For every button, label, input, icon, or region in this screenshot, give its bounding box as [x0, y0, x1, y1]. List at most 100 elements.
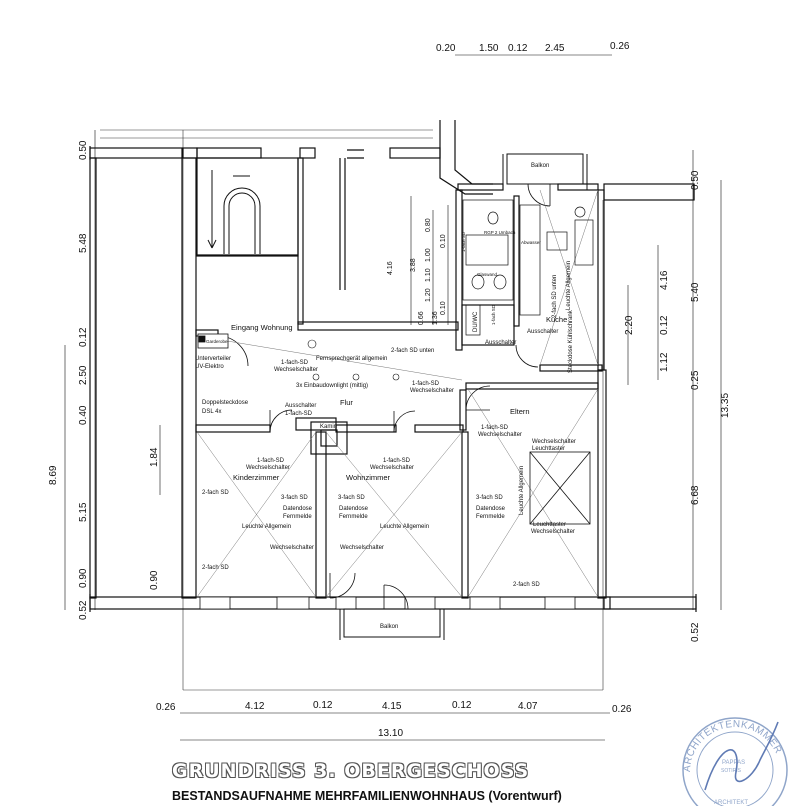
room-wohnzimmer: Wohnzimmer — [346, 473, 391, 482]
dim-left-inner: 0.90 — [149, 570, 160, 590]
dim-left-5: 0.40 — [78, 405, 89, 425]
dim-bottom-4: 4.15 — [382, 701, 402, 712]
dim-stair-3: 0.80 — [425, 218, 432, 232]
label-sd-flur-3: 1-fach-SD — [285, 411, 313, 417]
label-sd-k-3: 3-fach SD — [281, 495, 308, 501]
label-sd-k-2: 2-fach SD — [202, 490, 229, 496]
label-sd-bad-2: 1-fach SD — [491, 304, 496, 325]
label-sd-bad: 1-fach SD — [461, 231, 466, 252]
dim-left-1: 0.50 — [78, 140, 89, 160]
room-kamin: Kamin — [320, 424, 337, 430]
label-wechsel-e-3: Wechselschalter — [531, 529, 575, 535]
dim-right-inner-1: 2.20 — [624, 315, 635, 335]
doors — [217, 183, 551, 610]
label-einbau: 3x Einbaudownlight (mittig) — [296, 383, 368, 389]
dim-top-4: 2.45 — [545, 43, 565, 54]
dim-stair-7: 1.20 — [425, 288, 432, 302]
dimension-lines — [64, 54, 722, 741]
label-ausschalter-kueche: Ausschalter — [527, 329, 558, 335]
dim-bottom-2: 4.12 — [245, 701, 265, 712]
dim-bottom-3: 0.12 — [313, 700, 333, 711]
wardrobe — [529, 451, 591, 525]
label-fern-w: Fernmelde — [339, 514, 368, 520]
room-labels: Eingang Wohnung Flur Kamin Kinderzimmer … — [231, 163, 567, 630]
label-dsl: DSL 4x — [202, 409, 221, 415]
label-fern-k: Fernmelde — [283, 514, 312, 520]
label-uv-elektro: UV-Elektro — [195, 364, 224, 370]
walls — [89, 120, 697, 612]
label-sd-e-1: 1-fach-SD — [481, 425, 509, 431]
label-wechsel-w-2: Wechselschalter — [340, 545, 384, 551]
label-unterverteiler: Unterverteiler — [195, 356, 231, 362]
label-sd-e-2: 3-fach SD — [476, 495, 503, 501]
unterverteiler-box — [197, 333, 229, 349]
room-balkon-bottom: Balkon — [380, 624, 398, 630]
label-daten-w: Datendose — [339, 506, 369, 512]
dim-right-6: 6.68 — [690, 485, 701, 505]
dim-stair-4: 0.10 — [440, 234, 447, 248]
dim-right-2: 4.16 — [659, 270, 670, 290]
balkon-bottom — [339, 608, 445, 640]
stamp-role: ARCHITEKT — [714, 800, 748, 806]
dim-bottom: 0.26 4.12 0.12 4.15 0.12 4.07 0.26 13.10 — [156, 700, 632, 739]
label-leuchttaster-1: Leuchttaster — [532, 446, 565, 452]
label-ausschalter-duwc: Ausschalter — [485, 340, 516, 346]
dim-left-total: 8.69 — [48, 465, 59, 485]
label-garderobe: Garderobe — [206, 339, 228, 344]
signature — [704, 721, 779, 791]
room-diagonals — [196, 189, 599, 598]
label-sd-k-1: 1-fach-SD — [257, 458, 285, 464]
dim-right-5: 0.25 — [690, 370, 701, 390]
dim-right-7: 0.52 — [690, 622, 701, 642]
dim-stair-8: 0.10 — [440, 301, 447, 315]
dim-bottom-7: 0.26 — [612, 704, 632, 715]
room-kinderzimmer: Kinderzimmer — [233, 473, 280, 482]
label-fern-e: Fernmelde — [476, 514, 505, 520]
plan-subtitle: BESTANDSAUFNAHME MEHRFAMILIENWOHNHAUS (V… — [172, 789, 562, 803]
room-eltern: Eltern — [510, 407, 530, 416]
room-balkon-top: Balkon — [531, 163, 549, 169]
label-wechsel-w-1: Wechselschalter — [370, 465, 414, 471]
label-sd-w-2: 3-fach SD — [338, 495, 365, 501]
label-wechsel-k-1: Wechselschalter — [246, 465, 290, 471]
label-sd-unten-flur: 2-fach SD unten — [391, 348, 434, 354]
label-wechsel-flur-2: Wechselschalter — [410, 388, 454, 394]
dim-bottom-1: 0.26 — [156, 702, 176, 713]
dim-stair: 4.16 3.88 0.80 0.10 1.00 1.10 1.20 0.10 … — [387, 218, 447, 325]
label-fernsprech: Fernsprechgerät allgemein — [316, 356, 387, 362]
dim-bottom-5: 0.12 — [452, 700, 472, 711]
label-wechsel-k-2: Wechselschalter — [270, 545, 314, 551]
dim-stair-1: 4.16 — [387, 261, 394, 275]
room-flur: Flur — [340, 398, 353, 407]
label-wechsel-e-2: Wechselschalter — [532, 439, 576, 445]
label-sd-kueche-unten: 2-fach SD unten — [552, 275, 558, 318]
label-sd-w-1: 1-fach-SD — [383, 458, 411, 464]
downlights — [307, 339, 400, 381]
dim-stair-9: 0.66 — [418, 311, 425, 325]
dim-left-7: 0.90 — [78, 568, 89, 588]
dim-right-inner-2: 1.12 — [659, 352, 670, 372]
dim-right-4: 0.12 — [659, 315, 670, 335]
dim-stair-10: 1.36 — [432, 311, 439, 325]
label-abwasser: Abwasser — [521, 240, 541, 245]
label-leuchte-k: Leuchte Allgemein — [242, 524, 291, 530]
dim-top-1: 0.20 — [436, 43, 456, 54]
stamp-name: PAPPAS — [722, 760, 745, 766]
label-ausschalter-flur: Ausschalter — [285, 403, 316, 409]
dim-stair-2: 3.88 — [410, 258, 417, 272]
plan-title: GRUNDRISS 3. OBERGESCHOSS — [172, 760, 530, 782]
dim-bottom-6: 4.07 — [518, 701, 538, 712]
dim-left-4: 2.50 — [78, 365, 89, 385]
dim-bottom-total: 13.10 — [378, 728, 403, 739]
dim-top-5: 0.26 — [610, 41, 630, 52]
room-duwc: DU/WC — [473, 311, 479, 332]
balkon-top — [502, 153, 588, 190]
label-leuchte-w: Leuchte Allgemein — [380, 524, 429, 530]
label-sd-k-4: 2-fach SD — [202, 565, 229, 571]
label-sd-e-3: 2-fach SD — [513, 582, 540, 588]
room-eingang: Eingang Wohnung — [231, 323, 293, 332]
dim-right-total: 13.35 — [720, 393, 731, 418]
dim-top-3: 0.12 — [508, 43, 528, 54]
label-doppelsteck: Doppelsteckdose — [202, 400, 249, 406]
